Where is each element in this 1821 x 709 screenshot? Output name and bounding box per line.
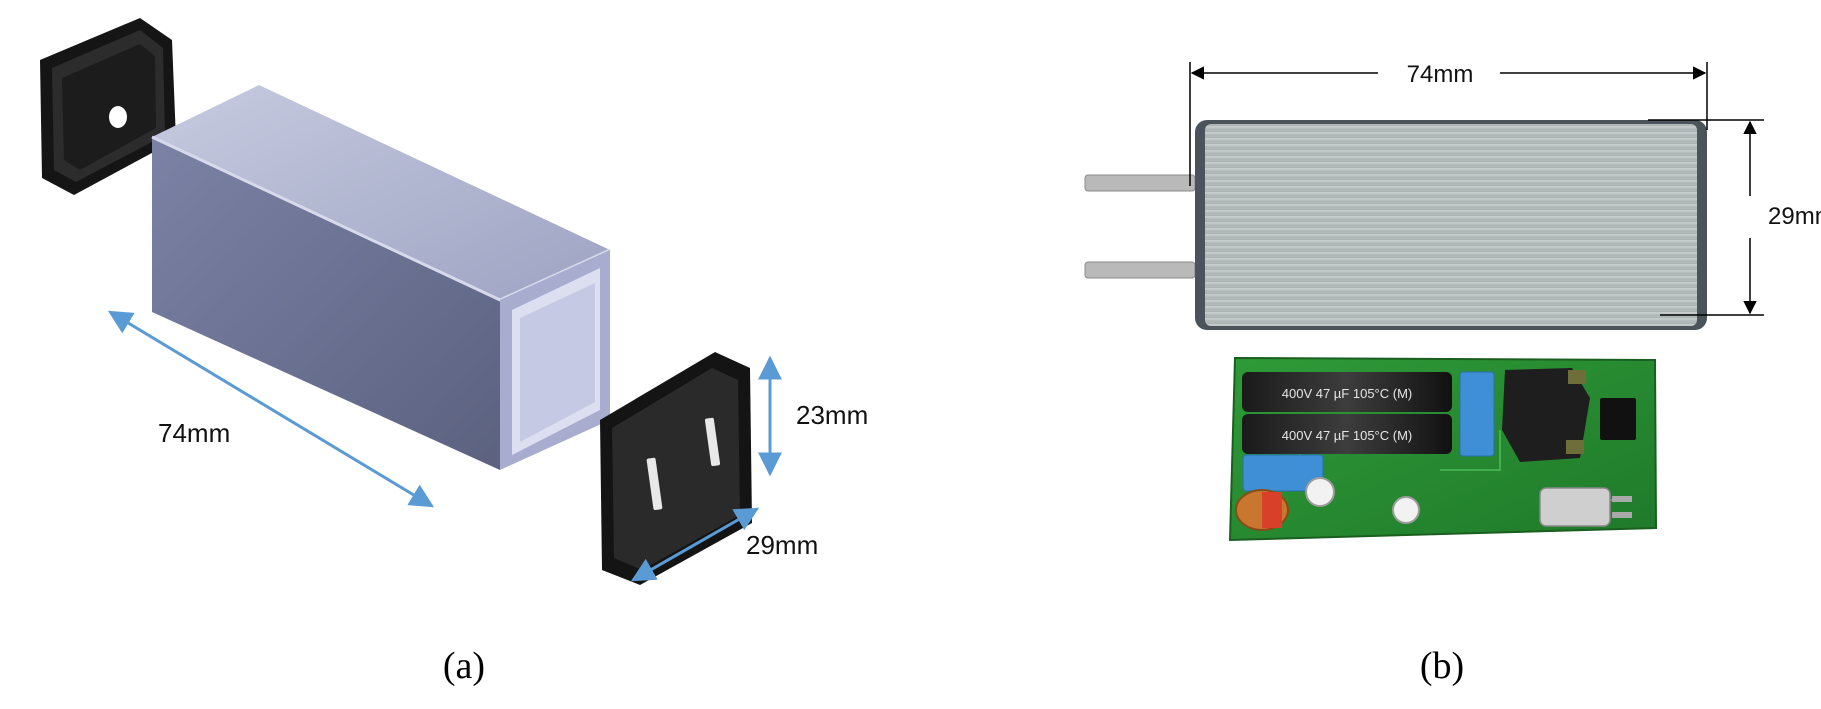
caption-b: (b) <box>1420 645 1464 687</box>
aluminium-tube <box>151 85 611 470</box>
film-capacitor-1 <box>1459 371 1495 457</box>
ic-chip <box>1600 398 1636 440</box>
dim-length-label-a: 74mm <box>158 418 230 448</box>
power-inductor <box>1502 368 1590 462</box>
relay-component <box>1539 487 1611 527</box>
plug-pin-bottom <box>1084 261 1196 279</box>
back-end-cap <box>40 18 176 195</box>
dim-length-label-b: 74mm <box>1407 61 1474 88</box>
plug-pin-top <box>1084 174 1196 192</box>
pcb-board: 400V 47 µF 105°C (M) 400V 47 µF 105°C (M… <box>1228 356 1658 542</box>
svg-text:400V 47 µF 105°C (M): 400V 47 µF 105°C (M) <box>1282 428 1412 443</box>
small-capacitor-2 <box>1392 496 1420 524</box>
dim-width-label-a: 29mm <box>746 530 818 560</box>
caption-a: (a) <box>443 645 485 687</box>
dim-arrow-length-a <box>107 310 435 508</box>
dim-height-label-a: 23mm <box>796 400 868 430</box>
front-end-cap <box>600 352 752 585</box>
capacitor-2: 400V 47 µF 105°C (M) <box>1242 414 1452 454</box>
small-capacitor-1 <box>1305 477 1335 507</box>
svg-text:400V 47 µF 105°C (M): 400V 47 µF 105°C (M) <box>1282 386 1412 401</box>
wrapped-enclosure <box>1195 120 1707 330</box>
plug-slot-left <box>646 457 663 511</box>
dim-height-label-b: 29mm <box>1768 203 1821 230</box>
film-capacitor-2 <box>1242 454 1324 492</box>
panel-a: 74mm 23mm 29mm (a) <box>40 18 868 687</box>
capacitor-1: 400V 47 µF 105°C (M) <box>1242 372 1452 412</box>
panel-b: 74mm 29mm 400V 47 µF 105°C (M) 400V 47 µ… <box>1084 61 1821 687</box>
dim-arrow-width-a <box>630 507 760 582</box>
plug-slot-right <box>704 417 721 467</box>
cap-hole <box>109 106 127 128</box>
